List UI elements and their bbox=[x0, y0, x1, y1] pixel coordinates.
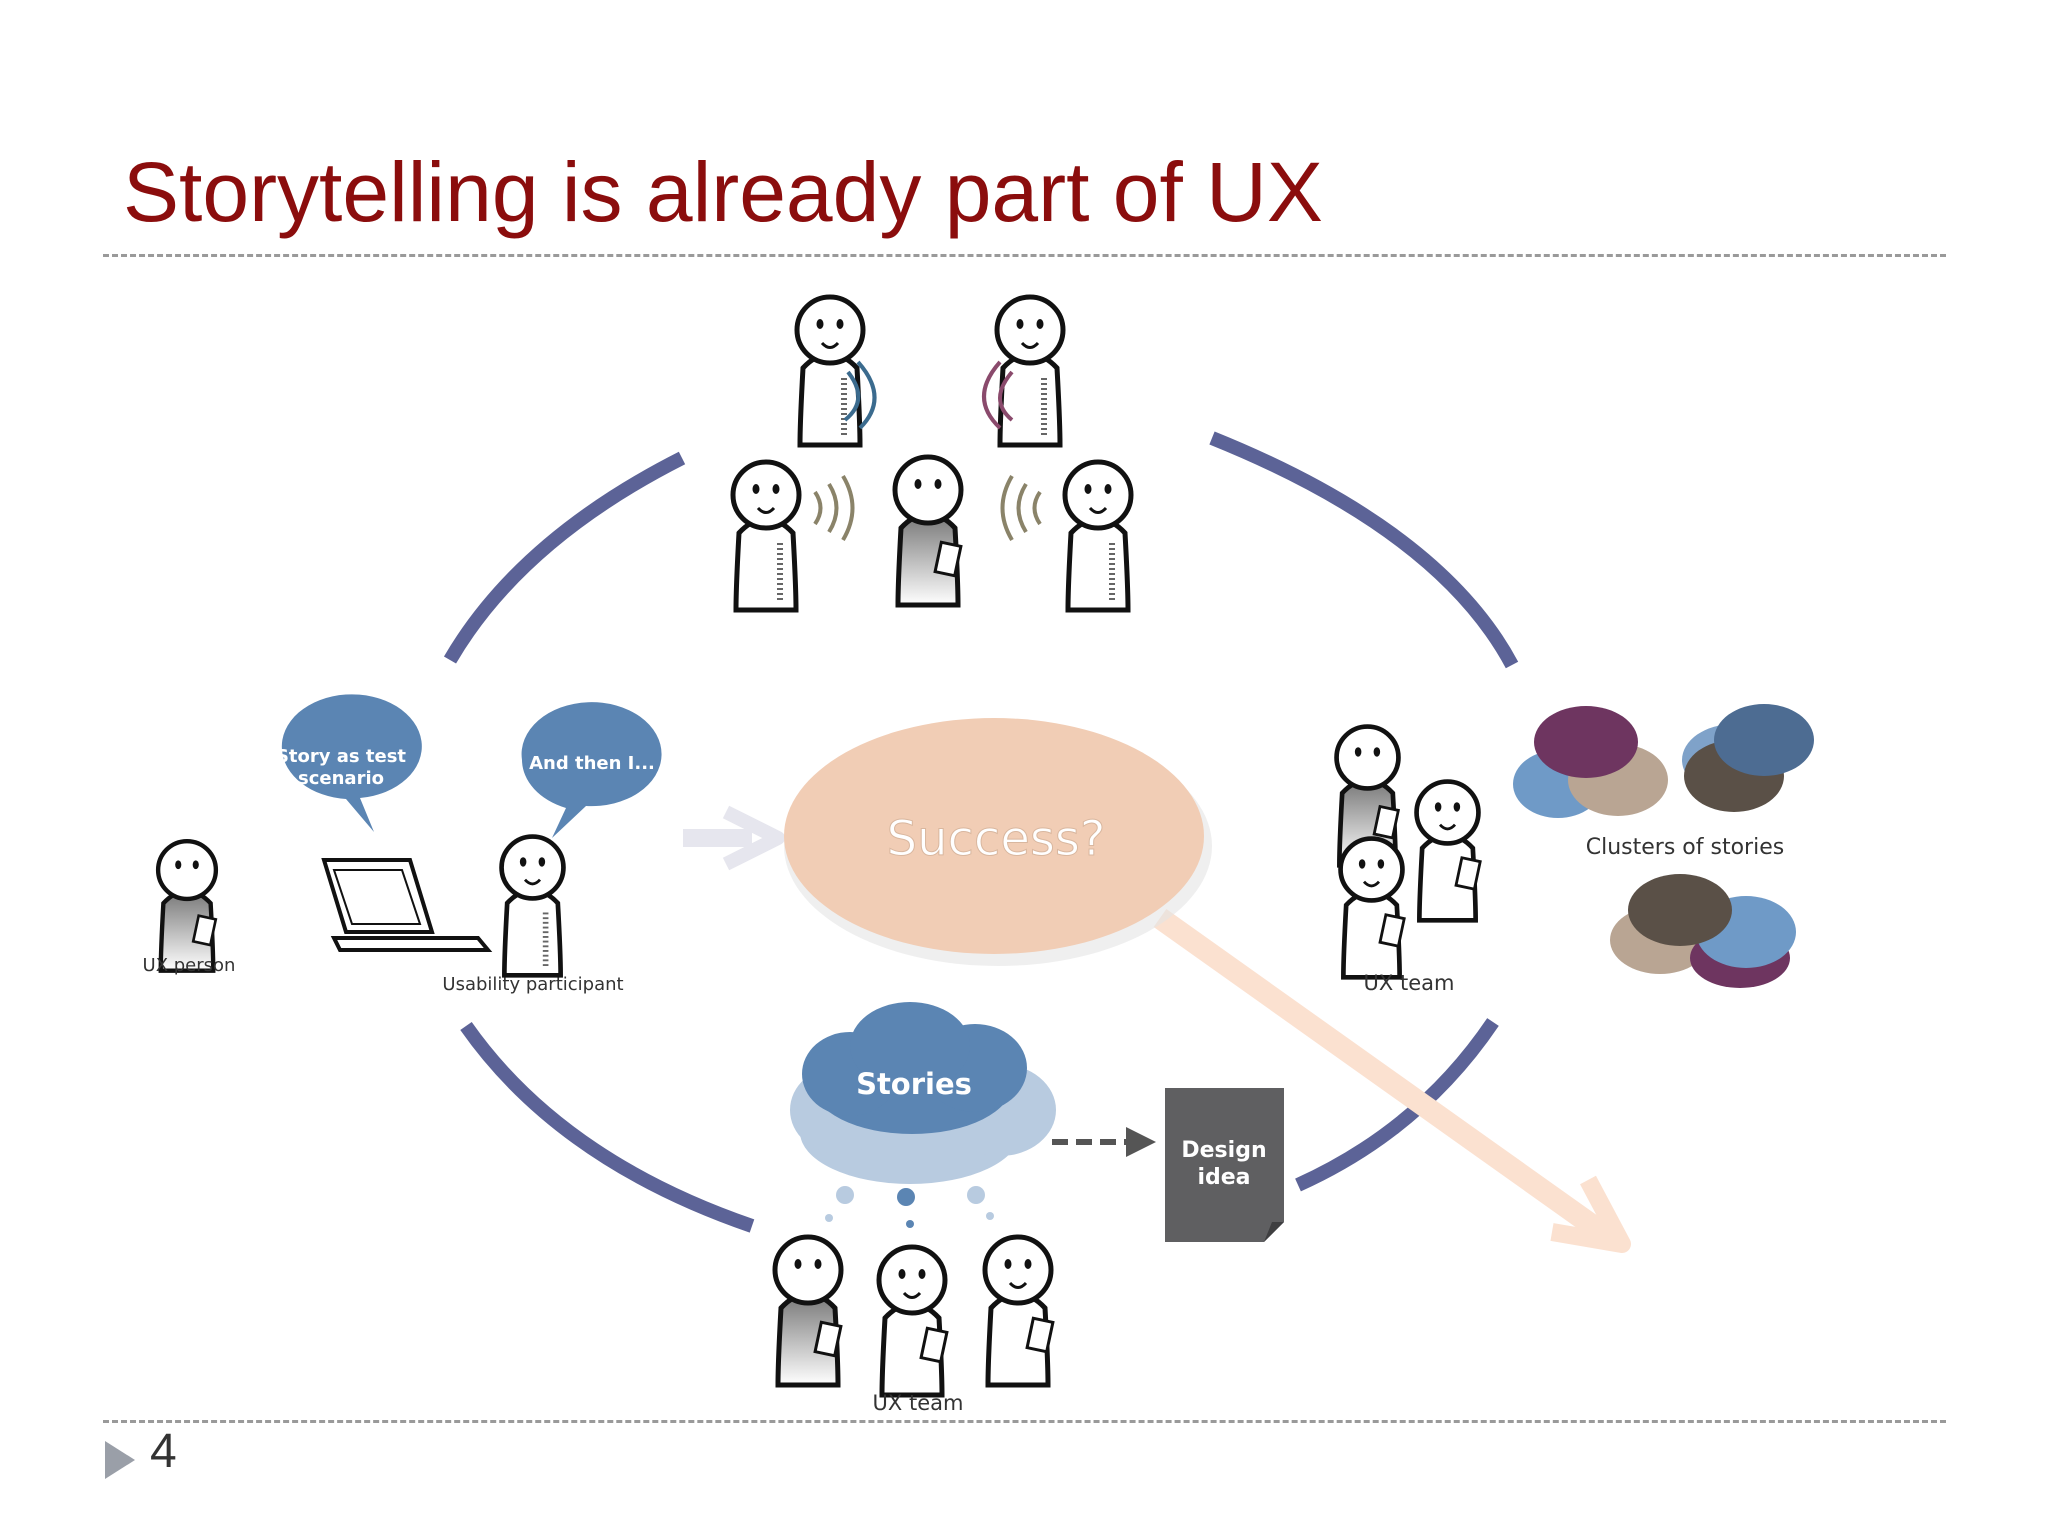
slide-number: 4 bbox=[150, 1425, 177, 1478]
ux-team-right-member-2 bbox=[1417, 782, 1481, 921]
stories-cloud: Stories bbox=[790, 1002, 1056, 1184]
peach-arrow bbox=[1153, 909, 1631, 1253]
ux-team-bottom-member-1 bbox=[775, 1237, 841, 1385]
story-cluster-1 bbox=[1513, 706, 1668, 818]
footer-divider bbox=[103, 1420, 1946, 1423]
analysis-group: UX team Clusters of stories bbox=[1337, 704, 1814, 995]
slide-title: Storytelling is already part of UX bbox=[123, 145, 1323, 239]
story-bubble-text-2: scenario bbox=[298, 768, 384, 789]
top-listener-left bbox=[797, 297, 863, 445]
mid-teller-right bbox=[1065, 462, 1131, 610]
ideation-group: Stories Design idea UX team bbox=[775, 1002, 1284, 1415]
ux-team-bottom-member-2 bbox=[879, 1247, 947, 1395]
ux-person-label: UX person bbox=[143, 955, 236, 976]
ux-team-bottom-member-3 bbox=[985, 1237, 1053, 1385]
story-bubble-text-1: Story as test bbox=[276, 746, 406, 767]
mid-interviewer bbox=[895, 457, 961, 605]
design-idea-document bbox=[1165, 1088, 1284, 1242]
clusters-label: Clusters of stories bbox=[1586, 835, 1784, 860]
slide-arrow-icon bbox=[105, 1441, 135, 1479]
usability-participant-label: Usability participant bbox=[442, 974, 623, 995]
usability-test-group: Story as test scenario And then I... UX … bbox=[143, 694, 662, 995]
ux-team-bottom-label: UX team bbox=[873, 1391, 964, 1415]
success-ellipse bbox=[784, 718, 1204, 954]
ux-person-figure bbox=[158, 841, 216, 971]
top-storytelling-group bbox=[733, 297, 1131, 610]
design-idea-text-2: idea bbox=[1197, 1165, 1250, 1190]
mid-teller-left bbox=[733, 462, 799, 610]
title-divider bbox=[103, 254, 1946, 257]
cycle-ring bbox=[443, 431, 1519, 1233]
story-cluster-3 bbox=[1610, 874, 1796, 988]
and-then-bubble-text: And then I... bbox=[529, 753, 655, 774]
story-cluster-2 bbox=[1682, 704, 1814, 812]
top-listener-right bbox=[997, 297, 1063, 445]
story-bubble bbox=[281, 694, 422, 832]
and-then-bubble bbox=[521, 702, 662, 838]
ux-team-right-label: UX team bbox=[1364, 971, 1455, 995]
design-idea-text-1: Design bbox=[1181, 1138, 1266, 1163]
ux-team-right-member-3 bbox=[1341, 839, 1405, 978]
stories-label: Stories bbox=[856, 1067, 972, 1101]
success-group: Success? bbox=[683, 718, 1212, 966]
laptop-icon bbox=[321, 858, 493, 952]
success-label: Success? bbox=[887, 811, 1106, 867]
story-drops bbox=[825, 1186, 994, 1228]
usability-participant-figure bbox=[502, 837, 564, 976]
